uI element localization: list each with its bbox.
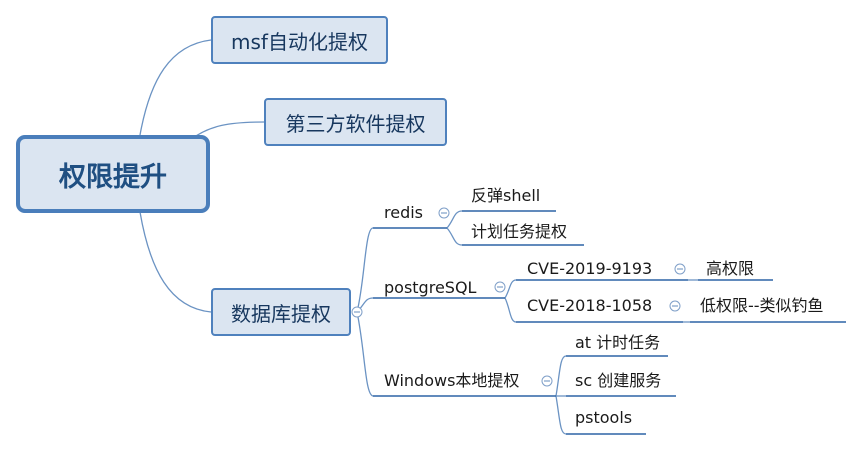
topic-cve-2018-1058[interactable]: CVE-2018-1058 [527,296,653,315]
topic-pstools[interactable]: pstools [575,408,633,427]
collapse-toggle-cve2019[interactable] [674,263,686,275]
topic-sc-create-service[interactable]: sc 创建服务 [575,371,662,390]
topic-msf-auto-privesc[interactable]: msf自动化提权 [211,16,388,64]
connector-root-db [139,211,212,313]
topic-database-privesc-label: 数据库提权 [231,301,331,326]
connector-db-windows [356,311,374,397]
connector-pg-cve2018 [504,297,517,323]
connector-win-at [555,355,567,397]
topic-at-timed-task[interactable]: at 计时任务 [575,333,661,352]
collapse-toggle-cve2018[interactable] [669,300,681,312]
root-topic-label: 权限提升 [59,161,167,193]
connector-root-msf [139,39,212,136]
connector-redis-cron [446,227,463,246]
collapse-toggle-db[interactable] [351,306,363,318]
topic-thirdparty-software-privesc-label: 第三方软件提权 [285,111,426,136]
topic-reverse-shell[interactable]: 反弹shell [471,186,541,205]
connector-pg-cve2019 [504,279,517,299]
topic-database-privesc[interactable]: 数据库提权 [211,288,351,336]
connector-db-redis [356,227,374,313]
topic-thirdparty-software-privesc[interactable]: 第三方软件提权 [264,98,447,146]
topic-msf-auto-privesc-label: msf自动化提权 [231,29,368,54]
topic-windows-local-privesc[interactable]: Windows本地提权 [384,371,520,390]
collapse-toggle-postgresql[interactable] [494,281,506,293]
root-topic[interactable]: 权限提升 [16,135,210,213]
collapse-toggle-windows[interactable] [541,375,553,387]
topic-high-privilege[interactable]: 高权限 [706,259,755,278]
connector-win-pstools [555,395,567,435]
topic-cve-2019-9193[interactable]: CVE-2019-9193 [527,259,653,278]
topic-postgresql[interactable]: postgreSQL [384,278,477,297]
collapse-toggle-redis[interactable] [438,207,450,219]
topic-low-privilege-phishing[interactable]: 低权限--类似钓鱼 [700,296,824,315]
topic-cron-task-privesc[interactable]: 计划任务提权 [471,222,568,241]
connector-redis-reverse-shell [446,210,463,229]
topic-redis[interactable]: redis [384,203,424,222]
